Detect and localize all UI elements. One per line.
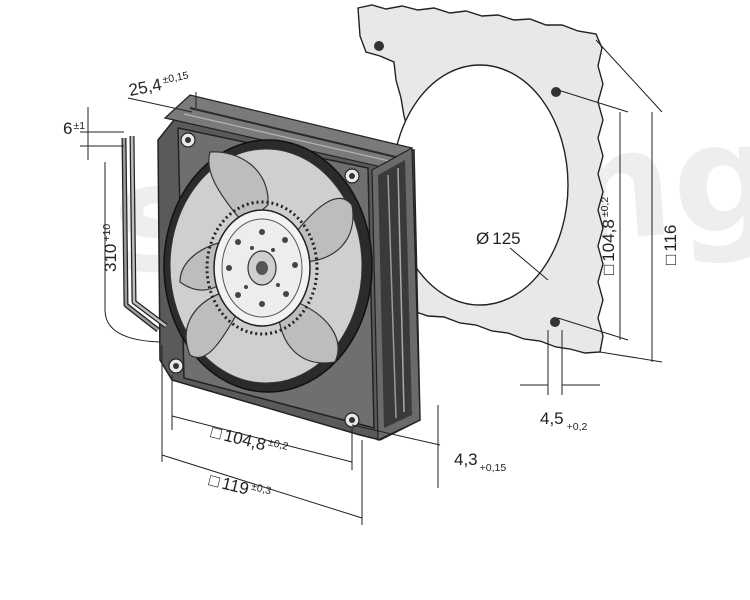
dim-lead-offset: 6±1 (63, 119, 85, 138)
dim-gasket-hole-dia: 4,5+0,2 (540, 409, 588, 433)
dim-gasket-hole-spacing: □104,8±0,2 (599, 197, 618, 275)
dim-fan-outer: □119±0,3 (207, 470, 273, 504)
dim-gasket-outer: □116 (661, 225, 680, 265)
dim-depth: 25,4±0,15 (127, 70, 191, 100)
lead-wires (121, 135, 168, 332)
gasket-hole (374, 41, 384, 51)
gasket-hole (550, 317, 560, 327)
dim-lead-length: 310+10 (101, 224, 120, 272)
dim-fan-hole-dia: 4,3+0,15 (454, 450, 506, 474)
fan (157, 94, 421, 441)
dim-fan-hole-spacing: □104,8±0,2 (209, 422, 290, 459)
gasket (357, 4, 604, 354)
gasket-opening (391, 64, 569, 306)
dimension-lines (80, 39, 663, 525)
gasket-hole (551, 87, 561, 97)
